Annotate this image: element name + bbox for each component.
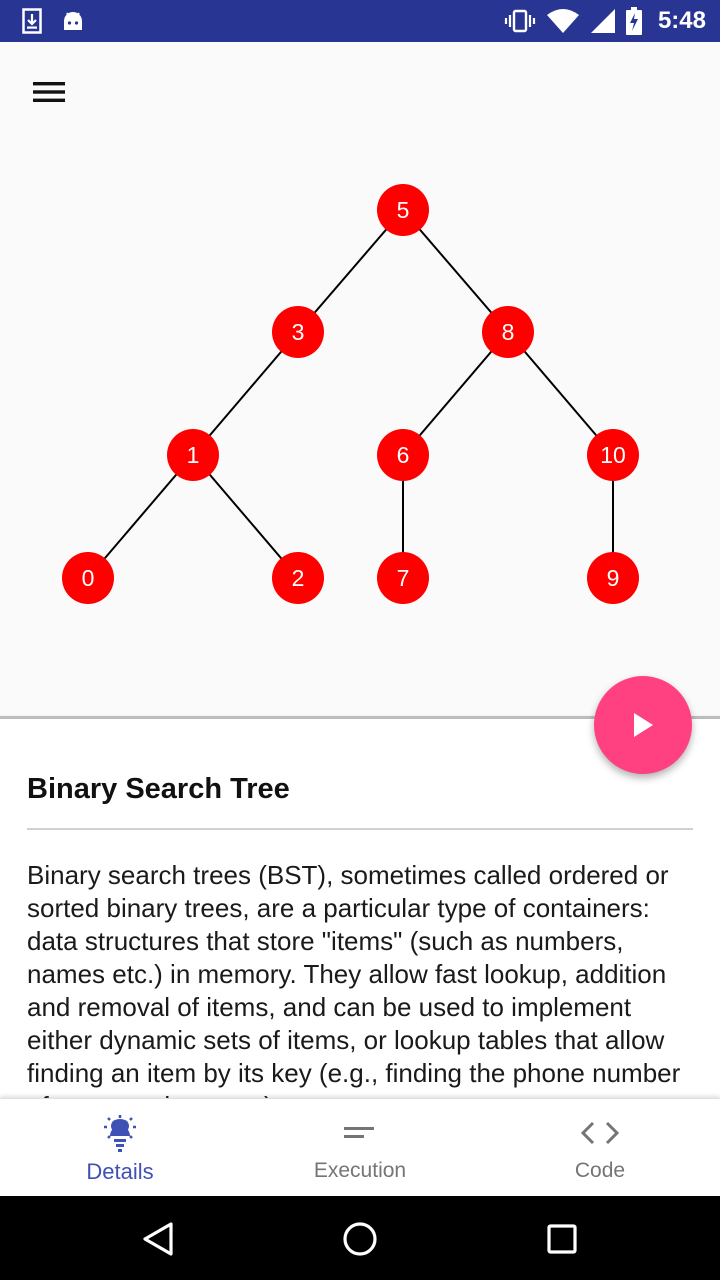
lightbulb-icon	[104, 1115, 136, 1152]
lines-icon	[344, 1127, 374, 1138]
home-icon	[343, 1222, 377, 1256]
tree-node-1: 1	[167, 429, 219, 481]
download-icon	[22, 8, 42, 34]
nav-label-code: Code	[574, 1159, 626, 1182]
signal-icon	[590, 9, 615, 33]
nav-item-details[interactable]: Details	[0, 1099, 240, 1197]
tree-node-8: 8	[482, 306, 534, 358]
details-title: Binary Search Tree	[27, 773, 290, 805]
tree-node-circle	[377, 184, 429, 236]
details-divider	[27, 828, 693, 830]
nav-item-execution[interactable]: Execution	[240, 1099, 480, 1197]
tree-node-circle	[272, 306, 324, 358]
tree-node-label: 8	[502, 319, 515, 345]
tree-node-circle	[272, 552, 324, 604]
vibrate-icon	[504, 9, 536, 33]
recents-icon	[547, 1224, 577, 1254]
hamburger-menu-icon	[33, 82, 65, 102]
tree-edge-3	[402, 331, 509, 456]
tree-node-label: 6	[397, 442, 410, 468]
tree-node-circle	[377, 552, 429, 604]
nav-item-code[interactable]: Code	[480, 1099, 720, 1197]
nav-label-details: Details	[86, 1159, 154, 1184]
wifi-icon	[546, 9, 579, 33]
tree-node-circle	[587, 429, 639, 481]
code-icon	[581, 1121, 619, 1145]
tree-edge-0	[297, 209, 404, 333]
status-bar: 5:48	[0, 0, 720, 42]
play-button[interactable]	[594, 676, 692, 774]
bottom-navigation: Details Execution Code	[0, 1098, 720, 1196]
tree-node-circle	[587, 552, 639, 604]
tree-node-10: 10	[587, 429, 639, 481]
tree-node-circle	[167, 429, 219, 481]
panel-divider	[0, 716, 720, 719]
tree-node-label: 5	[397, 197, 410, 223]
tree-node-label: 1	[187, 442, 200, 468]
tree-node-label: 7	[397, 565, 410, 591]
tree-edge-2	[192, 331, 299, 456]
status-time: 5:48	[657, 7, 706, 34]
tree-visualization: 5 3 8 1 6 10 0 2 7 9	[0, 120, 720, 680]
menu-button[interactable]	[26, 70, 72, 114]
tree-node-2: 2	[272, 552, 324, 604]
tree-node-label: 0	[82, 565, 95, 591]
tree-node-6: 6	[377, 429, 429, 481]
tree-node-7: 7	[377, 552, 429, 604]
tree-edge-1	[402, 209, 509, 333]
android-icon	[64, 12, 82, 30]
tree-node-5: 5	[377, 184, 429, 236]
details-body: Binary search trees (BST), sometimes cal…	[27, 860, 681, 1098]
back-icon	[143, 1222, 173, 1256]
tree-node-circle	[377, 429, 429, 481]
tree-node-0: 0	[62, 552, 114, 604]
tree-node-label: 3	[292, 319, 305, 345]
recents-button[interactable]	[537, 1214, 587, 1264]
tree-node-9: 9	[587, 552, 639, 604]
tree-node-3: 3	[272, 306, 324, 358]
nav-label-execution: Execution	[313, 1159, 407, 1182]
system-navigation-bar	[0, 1196, 720, 1280]
tree-node-circle	[482, 306, 534, 358]
tree-node-circle	[62, 552, 114, 604]
tree-edge-6	[192, 454, 299, 579]
play-icon	[634, 713, 653, 737]
details-panel: Binary Search Tree Binary search trees (…	[0, 719, 720, 1098]
tree-edge-4	[507, 331, 614, 456]
home-button[interactable]	[335, 1214, 385, 1264]
battery-charging-icon	[625, 7, 642, 35]
tree-edge-5	[87, 454, 194, 579]
back-button[interactable]	[133, 1214, 183, 1264]
tree-svg: 5 3 8 1 6 10 0 2 7 9	[62, 184, 639, 604]
tree-node-label: 9	[607, 565, 620, 591]
tree-node-label: 10	[600, 442, 626, 468]
tree-node-label: 2	[292, 565, 305, 591]
